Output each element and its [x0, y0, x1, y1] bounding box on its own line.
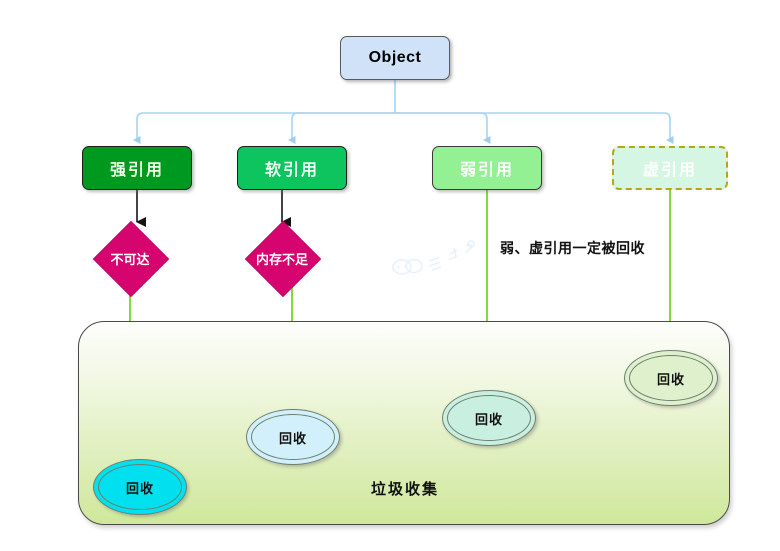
- outcome-label: 回收: [278, 431, 307, 447]
- speech-bubble-watermark: [392, 240, 475, 275]
- node-collect-phantom[interactable]: 回收: [624, 350, 718, 406]
- edge-object-to-references: [133, 80, 674, 144]
- ellipse-inner-ring: [251, 414, 335, 460]
- condition-label: 内存不足: [256, 252, 309, 268]
- ellipse-inner-ring: [629, 355, 713, 401]
- node-strong-reference[interactable]: 强引用: [82, 146, 192, 190]
- edge-reference-to-condition: [136, 190, 291, 227]
- annotation-weak-phantom-always-collected: 弱、虚引用一定被回收: [500, 241, 645, 257]
- node-phantom-reference[interactable]: 虚引用: [612, 146, 728, 190]
- node-collect-strong[interactable]: 回收: [93, 459, 187, 515]
- node-weak-reference[interactable]: 弱引用: [432, 146, 542, 190]
- outcome-label: 回收: [125, 481, 154, 497]
- gc-container: [78, 321, 730, 525]
- gc-container-label: 垃圾收集: [370, 480, 439, 498]
- node-collect-soft[interactable]: 回收: [246, 409, 340, 465]
- node-condition-out-of-memory[interactable]: 内存不足: [244, 220, 322, 298]
- node-object[interactable]: Object: [340, 36, 450, 80]
- node-condition-unreachable[interactable]: 不可达: [92, 220, 170, 298]
- node-collect-weak[interactable]: 回收: [442, 390, 536, 446]
- node-soft-reference[interactable]: 软引用: [237, 146, 347, 190]
- ellipse-inner-ring: [447, 395, 531, 441]
- outcome-label: 回收: [656, 372, 685, 388]
- outcome-label: 回收: [474, 412, 503, 428]
- condition-label: 不可达: [110, 252, 150, 268]
- ellipse-inner-ring: [98, 464, 182, 510]
